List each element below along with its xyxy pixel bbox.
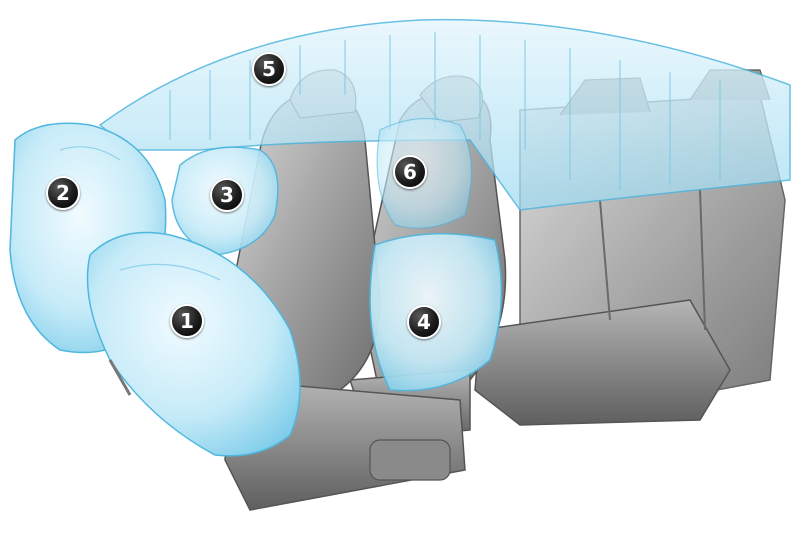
marker-1-label: 1 [170,304,204,338]
airbag-marker-6: 6 [393,155,427,189]
marker-3-label: 3 [210,178,244,212]
airbag-marker-2: 2 [46,176,80,210]
airbag-marker-3: 3 [210,178,244,212]
airbag-marker-5: 5 [252,52,286,86]
airbag-marker-4: 4 [407,305,441,339]
marker-4-label: 4 [407,305,441,339]
marker-6-label: 6 [393,155,427,189]
marker-2-label: 2 [46,176,80,210]
airbag-marker-1: 1 [170,304,204,338]
marker-5-label: 5 [252,52,286,86]
